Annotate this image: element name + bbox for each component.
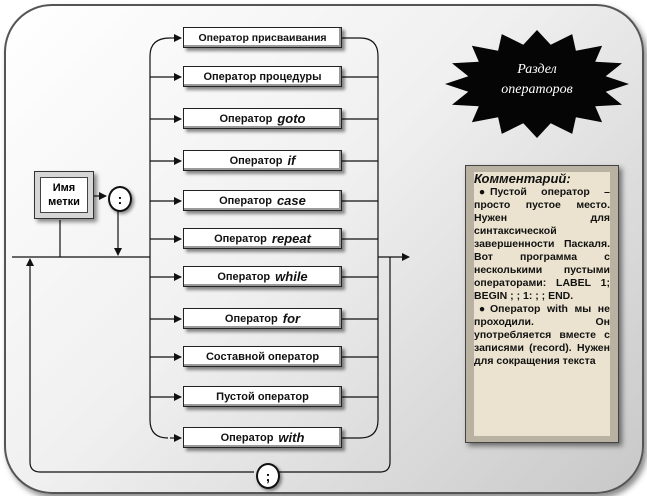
operator-box: Оператор присваивания (183, 27, 342, 48)
operator-box: Оператор repeat (183, 228, 342, 249)
operator-label: Пустой оператор (216, 390, 309, 403)
operator-keyword: case (276, 193, 306, 208)
comment-bullet-1-text: Пустой оператор – просто пустое место. Н… (474, 186, 610, 302)
operator-box: Оператор goto (183, 108, 342, 129)
section-title-line2: операторов (501, 82, 573, 97)
comment-title: Комментарий: (474, 172, 571, 186)
operator-label: Оператор (219, 194, 272, 207)
operator-keyword: repeat (271, 231, 311, 246)
label-box-line1: Имя (52, 182, 76, 194)
label-box-line2: метки (48, 196, 80, 208)
section-title-line1: Раздел (517, 62, 557, 77)
label-name-box: Имя метки (34, 171, 94, 219)
operator-box: Оператор case (183, 190, 342, 211)
comment-bullet-1: ●Пустой оператор – просто пустое место. … (474, 186, 610, 303)
operator-label: Оператор процедуры (203, 70, 322, 83)
comment-bullet-2: ●Оператор with мы не проходили. Он употр… (474, 303, 610, 368)
semicolon-terminal: ; (256, 463, 280, 489)
operator-label: Оператор присваивания (198, 31, 327, 44)
operator-box: Пустой оператор (183, 386, 342, 407)
operator-label: Оператор (214, 232, 267, 245)
operator-box: Оператор процедуры (183, 66, 342, 87)
operator-box: Составной оператор (183, 346, 342, 367)
star-burst (445, 30, 629, 138)
operator-label: Оператор (219, 112, 273, 125)
operator-box: Оператор for (183, 308, 342, 329)
operator-keyword: if (287, 153, 296, 168)
operator-keyword: goto (277, 111, 306, 126)
section-title-badge: Раздел операторов (444, 30, 630, 138)
bullet-icon: ● (478, 303, 486, 315)
comment-bullet-2-text: Оператор with мы не проходили. Он употре… (474, 303, 610, 367)
operator-keyword: for (282, 311, 301, 326)
comment-box: Комментарий: ●Пустой оператор – просто п… (465, 165, 619, 443)
operator-keyword: while (275, 269, 308, 284)
semicolon-symbol: ; (265, 468, 271, 484)
bullet-icon: ● (478, 186, 486, 198)
operator-box: Оператор while (183, 266, 342, 287)
colon-symbol: : (117, 191, 123, 207)
operator-label: Оператор (224, 312, 278, 325)
operator-label: Оператор (229, 154, 283, 167)
operator-box: Оператор if (183, 150, 342, 171)
colon-terminal: : (108, 186, 132, 212)
operator-keyword: with (278, 430, 305, 445)
operator-label: Составной оператор (205, 350, 320, 363)
operator-label: Оператор (220, 431, 274, 444)
operator-label: Оператор (217, 270, 271, 283)
operator-box: Оператор with (183, 427, 342, 448)
